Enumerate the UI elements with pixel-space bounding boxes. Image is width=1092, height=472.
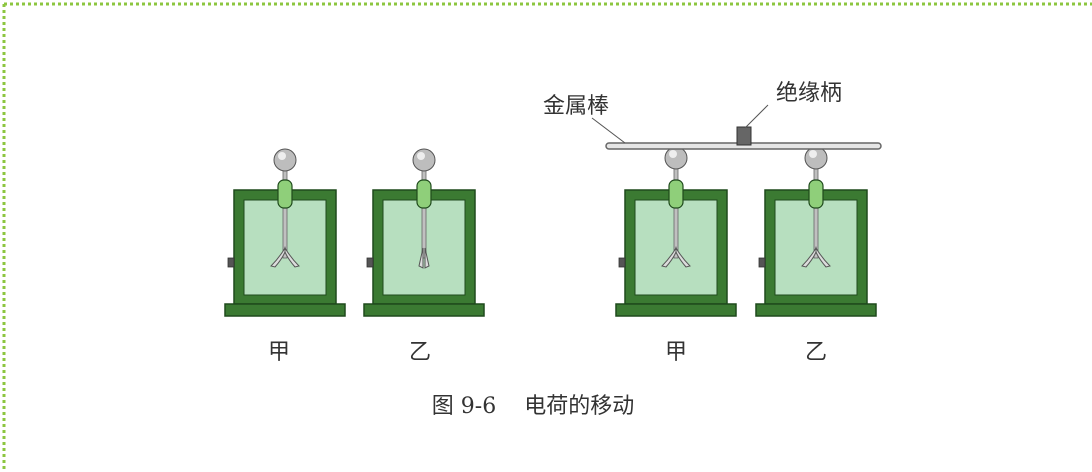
side-knob — [758, 257, 766, 268]
left-leaf — [418, 247, 424, 269]
rubber-stopper — [277, 179, 293, 209]
right-electroscope-group — [615, 146, 877, 317]
electroscope-left-jia — [224, 148, 346, 317]
handle-label: 绝缘柄 — [776, 81, 842, 106]
right-leaf — [284, 246, 300, 268]
rubber-stopper — [416, 179, 432, 209]
base — [224, 303, 346, 317]
metal-ball — [664, 146, 688, 170]
left-label-yi: 乙 — [409, 340, 431, 365]
right-leaf — [675, 246, 691, 268]
right-label-yi: 乙 — [805, 340, 827, 365]
left-leaf — [661, 246, 677, 268]
rubber-stopper — [668, 179, 684, 209]
left-electroscope-group — [224, 148, 485, 317]
figure-caption: 图 9-6 电荷的移动 — [432, 394, 634, 419]
left-label-jia: 甲 — [268, 340, 290, 365]
left-leaf — [801, 246, 817, 268]
metal-ball — [804, 146, 828, 170]
insulating-handle — [736, 126, 752, 146]
handle-label-leader — [744, 104, 769, 129]
right-label-jia: 甲 — [665, 340, 687, 365]
rod-label: 金属棒 — [543, 94, 609, 119]
ball-highlight — [417, 152, 425, 160]
ball-highlight — [278, 152, 286, 160]
metal-ball — [412, 148, 436, 172]
electroscope-left-yi — [363, 148, 485, 317]
left-leaf — [270, 246, 286, 268]
side-knob — [366, 257, 374, 268]
metal-ball — [273, 148, 297, 172]
ball-highlight — [669, 150, 677, 158]
electroscope-right-yi — [755, 146, 877, 317]
rubber-stopper — [808, 179, 824, 209]
base — [363, 303, 485, 317]
metal-rod-assembly: 金属棒 绝缘柄 — [543, 81, 882, 150]
base — [615, 303, 737, 317]
electroscope-right-jia — [615, 146, 737, 317]
side-knob — [227, 257, 235, 268]
base — [755, 303, 877, 317]
rod-label-leader — [591, 117, 626, 144]
right-leaf — [424, 247, 430, 269]
right-leaf — [815, 246, 831, 268]
ball-highlight — [809, 150, 817, 158]
side-knob — [618, 257, 626, 268]
